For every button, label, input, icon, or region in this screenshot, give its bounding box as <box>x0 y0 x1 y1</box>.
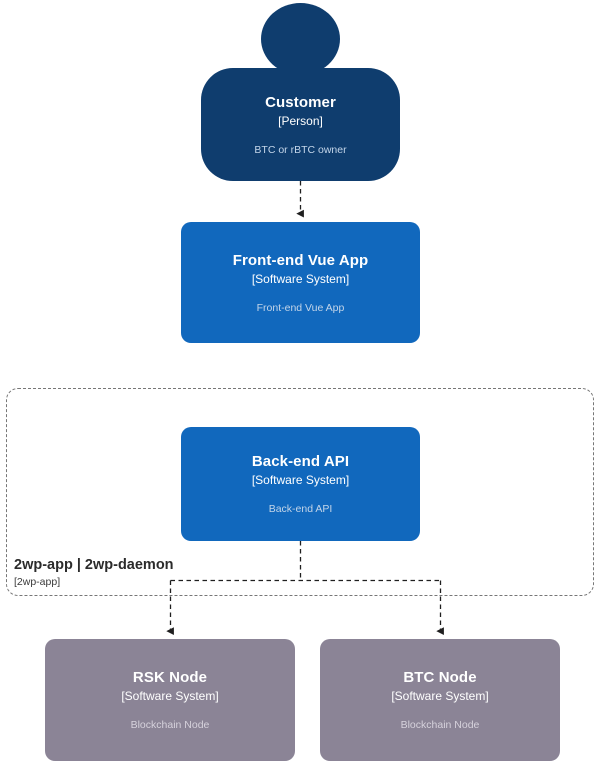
frontend-title: Front-end Vue App <box>232 251 369 269</box>
backend-description: Back-end API <box>268 503 333 515</box>
node-customer[interactable]: Customer [Person] BTC or rBTC owner <box>0 0 601 185</box>
backend-title: Back-end API <box>251 453 350 470</box>
btc-node-type: [Software System] <box>391 689 489 703</box>
boundary-2wp-app <box>6 388 594 596</box>
rsk-node-title: RSK Node <box>132 669 208 686</box>
frontend-description: Front-end Vue App <box>256 301 345 314</box>
node-btc-node[interactable]: BTC Node [Software System] Blockchain No… <box>320 639 560 761</box>
customer-title: Customer <box>265 93 336 111</box>
customer-head-icon <box>261 3 340 75</box>
customer-description: BTC or rBTC owner <box>254 143 347 156</box>
boundary-label: 2wp-app | 2wp-daemon <box>14 557 174 573</box>
node-frontend-vue-app[interactable]: Front-end Vue App [Software System] Fron… <box>181 222 420 343</box>
customer-type: [Person] <box>278 113 323 128</box>
btc-node-title: BTC Node <box>403 669 477 686</box>
backend-type: [Software System] <box>251 473 350 487</box>
frontend-type: [Software System] <box>251 271 350 286</box>
btc-node-description: Blockchain Node <box>400 719 480 731</box>
customer-body: Customer [Person] BTC or rBTC owner <box>201 68 400 181</box>
rsk-node-description: Blockchain Node <box>130 719 210 731</box>
rsk-node-type: [Software System] <box>121 689 219 703</box>
boundary-sublabel: [2wp-app] <box>14 576 61 588</box>
node-rsk-node[interactable]: RSK Node [Software System] Blockchain No… <box>45 639 295 761</box>
node-backend-api[interactable]: Back-end API [Software System] Back-end … <box>181 427 420 541</box>
